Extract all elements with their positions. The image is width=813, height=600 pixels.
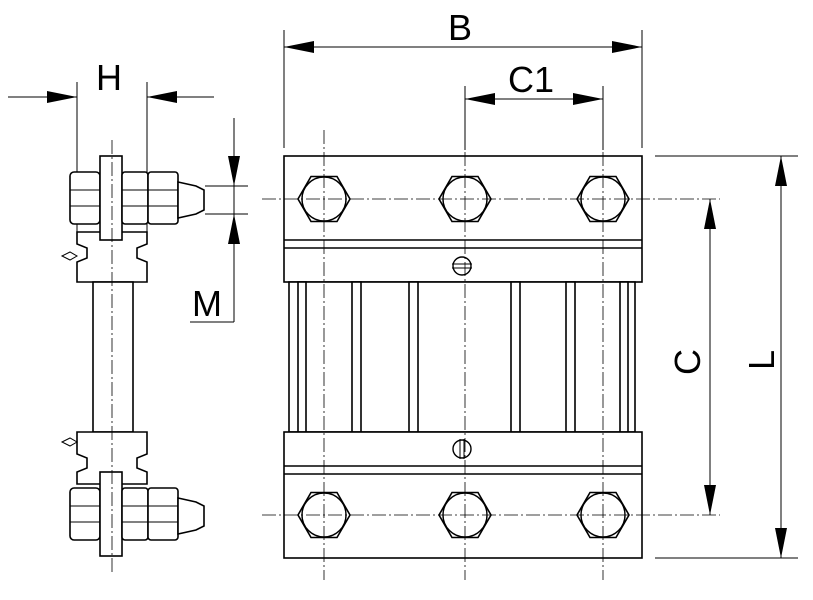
upper-bolt-stack — [60, 155, 205, 283]
fuse-barrel — [92, 281, 134, 433]
dimension-c1: C1 — [464, 59, 604, 150]
dimension-label-l: L — [741, 350, 782, 370]
dimension-m: M — [190, 118, 248, 324]
centerlines — [262, 130, 720, 580]
bottom-terminal-block — [283, 431, 643, 559]
fuse-link-body — [288, 281, 636, 433]
front-view: B C1 — [262, 7, 798, 580]
dimension-l: L — [655, 155, 798, 559]
dimension-label-m: M — [192, 283, 222, 324]
lower-bolt-stack — [60, 431, 205, 557]
dimension-label-b: B — [448, 7, 472, 48]
side-view: H M — [8, 57, 248, 575]
dimension-label-c: C — [667, 349, 708, 375]
dimension-label-c1: C1 — [508, 59, 554, 100]
slotted-screw-icon — [452, 439, 472, 459]
top-terminal-block — [283, 155, 643, 283]
dimension-label-h: H — [96, 57, 122, 98]
dimension-b: B — [283, 7, 643, 148]
dimension-h: H — [8, 57, 214, 232]
dimension-c: C — [667, 199, 716, 515]
slotted-screw-icon — [452, 256, 472, 276]
